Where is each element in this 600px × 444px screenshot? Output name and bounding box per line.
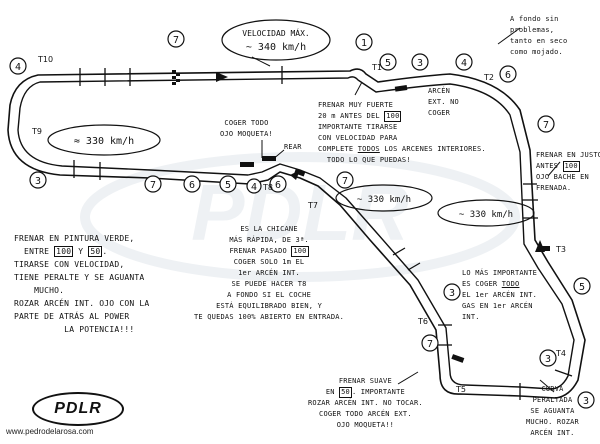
right-speed-bubble [437,199,535,227]
gear-label: 7 [173,35,179,46]
turn-label-t5: T5 [455,385,466,394]
note-frenar-verde: FRENAR EN PINTURA VERDE, ENTRE 100 Y 50.… [14,234,150,334]
turn-label-t6: T6 [417,317,428,326]
gear-label: 5 [579,282,585,293]
note-chicane: ES LA CHICANE MÁS RÁPIDA, DE 3ª. FRENAR … [194,225,345,321]
arrow-curva [539,379,555,393]
turn-label-t7: T7 [307,201,318,210]
top-speed-value: ~ 340 km/h [246,42,306,53]
turn-label-t1: T1 [371,63,382,72]
gear-label: 3 [417,58,423,69]
gear-label: 4 [251,182,257,193]
note-frenar-t3: FRENAR EN JUSTO ANTES 100 OJO BACHE EN F… [536,151,600,192]
gear-label: 7 [342,176,348,187]
pdlr-logo: PDLR [32,392,124,426]
note-fondo-t2: A fondo sin problemas, tanto en seco com… [510,15,568,56]
mid-speed-value: ~ 330 km/h [357,195,411,205]
arrow-frenar-t1 [354,81,363,96]
turn-label-t8: T8 [262,183,273,192]
arrow-frenar-suave [397,371,419,385]
gear-label: 6 [505,70,511,81]
gear-label: 5 [385,58,391,69]
turn-label-t9: T9 [31,127,42,136]
website-url[interactable]: www.pedrodelarosa.com [6,427,94,436]
gear-label: 4 [461,58,467,69]
turn-label-t10: T10 [37,55,53,64]
gear-label: 1 [361,38,367,49]
distance-board-100: 100 [384,111,402,122]
left-speed-value: ≈ 330 km/h [74,136,134,147]
gear-label: 3 [583,396,589,407]
note-arcen: ARCÉN EXT. NO COGER [428,87,459,117]
arrow-frenar-t3 [547,161,561,177]
turn-label-t4: T4 [555,349,566,358]
gear-label: 7 [150,180,156,191]
note-coger-todo: COGER TODO OJO MOQUETA! [220,119,273,138]
gear-label: 3 [35,176,41,187]
direction-arrow [216,72,228,82]
gear-label: 6 [275,180,281,191]
track-outer-edge [7,68,586,399]
gear-label: 3 [449,288,455,299]
gear-label: 4 [15,62,21,73]
gear-label: 6 [189,180,195,191]
right-speed-value: ~ 330 km/h [459,210,513,220]
turn-label-t3: T3 [555,245,566,254]
gear-label: 3 [545,354,551,365]
note-t3-importante: LO MÁS IMPORTANTE ES COGER TODO EL 1er A… [462,269,538,321]
left-speed-bubble [47,124,161,156]
note-curva-peraltada: CURVA PERALTADA SE AGUANTA MUCHO. ROZAR … [526,385,579,437]
gear-label: 7 [427,339,433,350]
turn-label-t2: T2 [483,73,494,82]
top-speed-label: VELOCIDAD MÁX. [242,27,309,38]
gear-markers: 4 7 1 3 6 5 4 7 7 6 6 3 7 3 7 5 5 4 3 3 [9,30,595,409]
finish-line [172,70,180,85]
gear-label: 7 [543,120,549,131]
note-frenar-t1: FRENAR MUY FUERTE 20 m ANTES DEL 100 IMP… [318,101,486,164]
pdlr-logo-text: PDLR [54,400,102,417]
arrow-fondo-t2 [497,27,521,45]
note-rear: REAR [284,143,302,151]
arrow-rear [271,149,285,161]
top-speed-bubble [221,19,331,61]
gear-label: 5 [225,180,231,191]
note-frenar-suave: FRENAR SUAVE EN 50. IMPORTANTE ROZAR ARC… [308,377,423,429]
mid-speed-bubble [335,184,433,212]
